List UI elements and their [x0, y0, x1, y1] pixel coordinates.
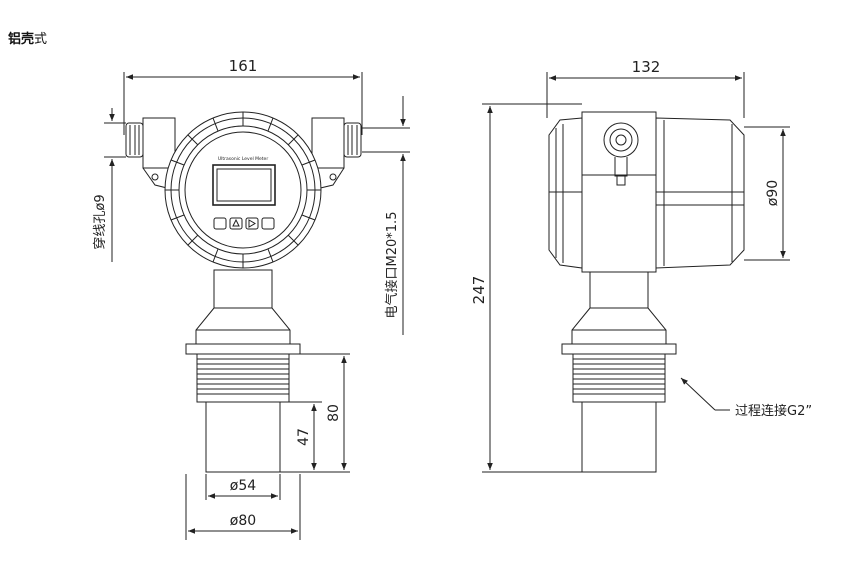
lcd-screen — [216, 168, 272, 202]
electric-interface-label: 电气接口M20*1.5 — [384, 212, 400, 319]
dim-47-label: 47 — [296, 428, 312, 446]
front-transducer — [205, 401, 281, 473]
process-connection-label: 过程连接G2” — [735, 403, 812, 419]
dim-247-label: 247 — [470, 276, 488, 305]
side-thread — [572, 353, 666, 403]
button-up — [229, 217, 243, 230]
side-left-cover — [548, 117, 583, 269]
dim-132-label: 132 — [632, 58, 661, 76]
button-menu — [213, 217, 227, 230]
page-title: 铝壳式 — [8, 32, 48, 47]
front-view: 161 — [92, 57, 410, 540]
button-enter — [261, 217, 275, 230]
left-conduit — [142, 117, 176, 169]
front-thread — [196, 353, 290, 403]
lcd-frame — [212, 164, 276, 206]
dim-161-label: 161 — [229, 57, 258, 75]
side-neck — [589, 271, 649, 309]
side-right-cover — [655, 117, 745, 269]
dim-80-label: 80 — [326, 404, 342, 422]
side-view: 132 ø90 — [470, 58, 812, 473]
meter-label: Ultrasonic Level Meter — [218, 156, 269, 162]
dim-dia90-label: ø90 — [765, 180, 781, 206]
side-transducer — [581, 401, 657, 473]
front-neck — [213, 269, 273, 309]
side-flare — [571, 307, 667, 345]
side-body — [581, 111, 657, 273]
side-conduit-ring — [603, 122, 639, 158]
button-right — [245, 217, 259, 230]
right-conduit — [311, 117, 345, 169]
dim-dia54-label: ø54 — [230, 478, 256, 494]
front-collar — [185, 343, 301, 355]
front-flare — [195, 307, 291, 345]
dim-dia80-label: ø80 — [230, 513, 256, 529]
side-collar — [561, 343, 677, 355]
cable-hole-label: 穿线孔ø9 — [92, 194, 108, 249]
